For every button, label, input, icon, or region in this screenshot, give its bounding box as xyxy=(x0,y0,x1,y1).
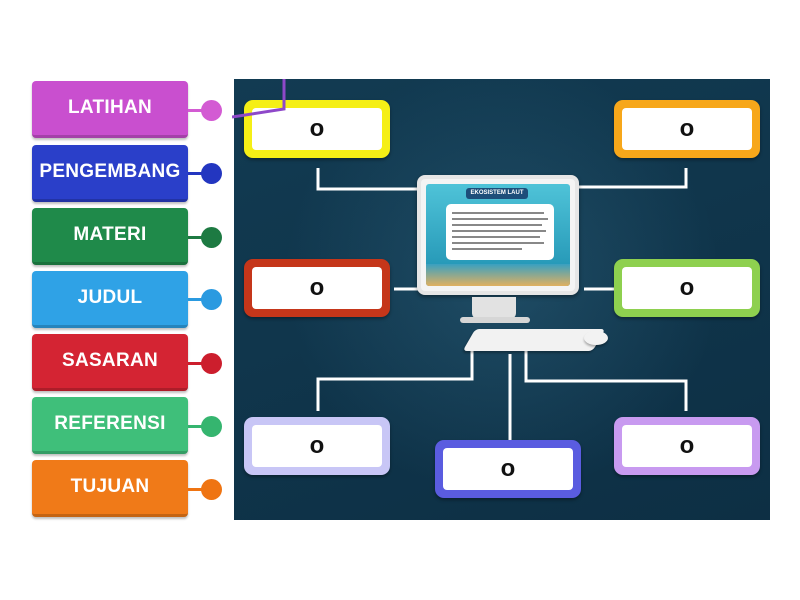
connector-line xyxy=(188,172,204,175)
slot-text: o xyxy=(622,108,752,150)
drag-handle-materi[interactable] xyxy=(201,227,222,248)
drop-slot-2[interactable]: o xyxy=(614,100,760,158)
slot-text: o xyxy=(443,448,573,490)
label-text: MATERI xyxy=(73,224,147,245)
diagram-panel: o o o o o o o EKOSISTEM LAUT xyxy=(234,79,770,520)
connector-line xyxy=(188,362,204,365)
label-pengembang[interactable]: PENGEMBANG xyxy=(32,145,188,202)
screen-text-card xyxy=(446,204,554,260)
slot-text: o xyxy=(252,425,382,467)
label-materi[interactable]: MATERI xyxy=(32,208,188,265)
drag-handle-tujuan[interactable] xyxy=(201,479,222,500)
connector-line xyxy=(188,298,204,301)
label-text: TUJUAN xyxy=(70,476,150,497)
monitor-stand-base xyxy=(460,317,530,323)
slot-text: o xyxy=(252,108,382,150)
label-judul[interactable]: JUDUL xyxy=(32,271,188,328)
screen-title: EKOSISTEM LAUT xyxy=(466,188,528,199)
seabed-decoration xyxy=(426,264,570,286)
slot-text: o xyxy=(622,425,752,467)
drop-slot-6[interactable]: o xyxy=(435,440,581,498)
slot-text: o xyxy=(252,267,382,309)
label-tujuan[interactable]: TUJUAN xyxy=(32,460,188,517)
mouse-illustration xyxy=(584,331,608,345)
monitor-screen: EKOSISTEM LAUT xyxy=(426,184,570,286)
monitor-stand xyxy=(472,297,516,319)
drop-slot-7[interactable]: o xyxy=(614,417,760,475)
label-text: LATIHAN xyxy=(67,97,153,118)
label-text: REFERENSI xyxy=(54,413,166,434)
label-latihan[interactable]: LATIHAN xyxy=(32,81,188,138)
drag-handle-pengembang[interactable] xyxy=(201,163,222,184)
computer-monitor-illustration: EKOSISTEM LAUT xyxy=(417,175,579,295)
drag-handle-latihan[interactable] xyxy=(201,100,222,121)
label-text: PENGEMBANG xyxy=(39,161,181,182)
connector-line xyxy=(188,109,204,112)
drag-handle-referensi[interactable] xyxy=(201,416,222,437)
connector-line xyxy=(188,488,204,491)
drag-handle-sasaran[interactable] xyxy=(201,353,222,374)
drop-slot-4[interactable]: o xyxy=(614,259,760,317)
connector-lines xyxy=(316,168,688,441)
drop-slot-5[interactable]: o xyxy=(244,417,390,475)
connector-line xyxy=(188,236,204,239)
label-text: SASARAN xyxy=(61,350,159,371)
drop-slot-3[interactable]: o xyxy=(244,259,390,317)
active-connector xyxy=(232,79,286,119)
label-text: JUDUL xyxy=(77,287,143,308)
slot-text: o xyxy=(622,267,752,309)
connector-line xyxy=(188,425,204,428)
drag-handle-judul[interactable] xyxy=(201,289,222,310)
label-sasaran[interactable]: SASARAN xyxy=(32,334,188,391)
drop-slot-1[interactable]: o xyxy=(244,100,390,158)
label-referensi[interactable]: REFERENSI xyxy=(32,397,188,454)
